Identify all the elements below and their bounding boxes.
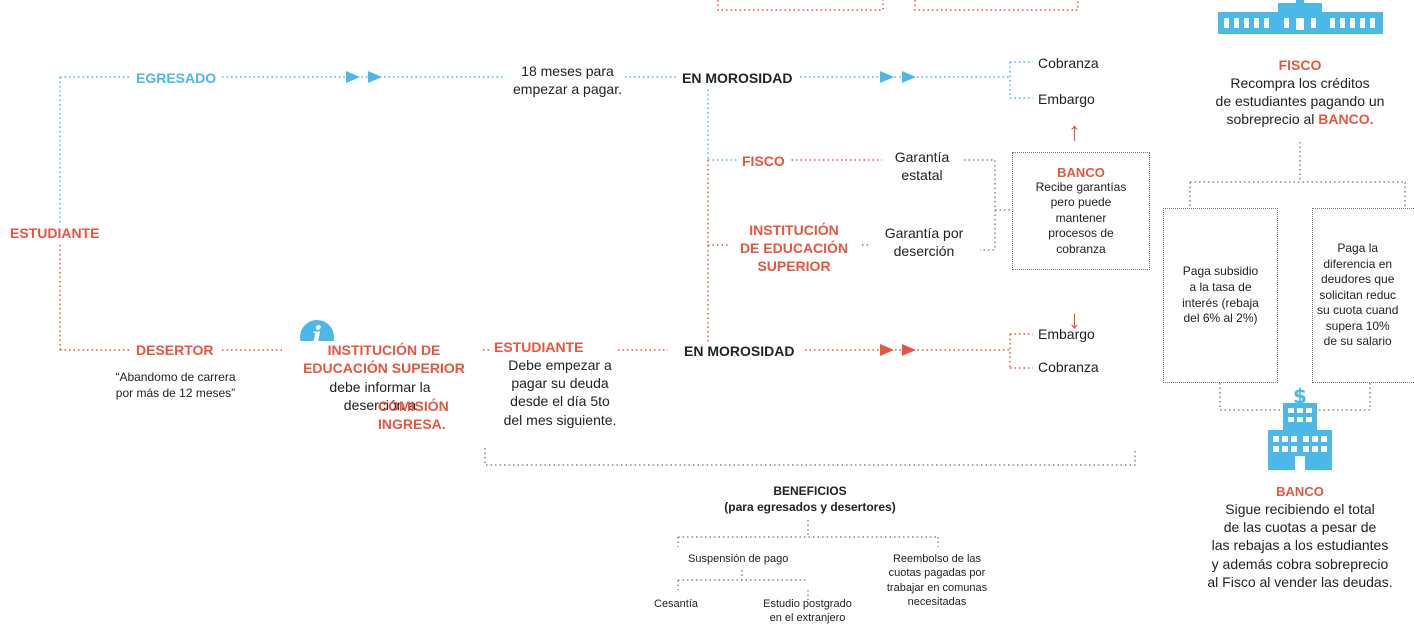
- grace-period-text: 18 meses para empezar a pagar.: [513, 63, 622, 98]
- benefit-reimbursement: Reembolso de las cuotas pagadas por trab…: [886, 553, 988, 608]
- benefit-unemployment: Cesantía: [654, 598, 699, 610]
- benefit-postgrad: Estudio postgrado en el extranjero: [763, 598, 852, 625]
- bank-guarantee-title: BANCO: [1057, 164, 1105, 180]
- dropout-payment-text: Debe empezar a pagar su deuda desde el d…: [503, 357, 617, 428]
- graduate-default-node: EN MOROSIDAD: [678, 69, 797, 88]
- bank-panel-text: Sigue recibiendo el total de las cuotas …: [1207, 501, 1393, 590]
- benefit-suspension: Suspensión de pago: [684, 552, 793, 567]
- dropout-seizure-label: Embargo: [1038, 326, 1095, 342]
- dropout-student-node: ESTUDIANTE: [490, 338, 588, 357]
- fisco-guarantor-node: FISCO: [738, 152, 789, 171]
- dropout-default-node: EN MOROSIDAD: [680, 342, 799, 361]
- difference-box: Paga la diferencia en deudores que solic…: [1312, 208, 1414, 383]
- benefits-title: BENEFICIOS (para egresados y desertores): [724, 484, 896, 514]
- dropout-node: DESERTOR: [132, 341, 218, 360]
- student-node: ESTUDIANTE: [6, 224, 104, 243]
- bank-building-icon: $: [1268, 384, 1332, 470]
- bank-guarantee-box: BANCO Recibe garantías pero puede manten…: [1012, 152, 1150, 270]
- subsidy-text: Paga subsidio a la tasa de interés (reba…: [1182, 264, 1259, 326]
- difference-text: Paga la diferencia en deudores que solic…: [1317, 240, 1399, 349]
- graduate-seizure-label: Embargo: [1038, 91, 1095, 107]
- fisco-panel-title: FISCO: [1278, 57, 1322, 73]
- dropout-collection-label: Cobranza: [1038, 359, 1099, 375]
- arrow-up-icon: ↑: [1068, 116, 1081, 146]
- fisco-panel-text: Recompra los créditos de estudiantes pag…: [1215, 75, 1385, 128]
- bank-panel-title: BANCO: [1276, 484, 1324, 499]
- institution-guarantor-node: INSTITUCIÓN DE EDUCACIÓN SUPERIOR: [728, 221, 860, 276]
- government-building-icon: [1218, 0, 1383, 34]
- arrow-down-icon: ↓: [1068, 304, 1081, 334]
- blue-arrowheads: [346, 71, 916, 83]
- graduate-node: EGRESADO: [132, 69, 221, 88]
- fisco-panel-bank: BANCO.: [1318, 111, 1374, 128]
- state-guarantee-text: Garantía estatal: [882, 148, 962, 185]
- red-arrowheads: [880, 344, 916, 356]
- institution-report-title: INSTITUCIÓN DE EDUCACIÓN SUPERIOR: [285, 341, 483, 378]
- institution-report-text: debe informar la deserción a: [329, 379, 431, 414]
- dropout-definition-text: “Abandomo de carrera por más de 12 meses…: [115, 370, 236, 400]
- bank-guarantee-text: Recibe garantías pero puede mantener pro…: [1035, 179, 1127, 256]
- svg-text:$: $: [1293, 384, 1307, 408]
- dropout-guarantee-text: Garantía por deserción: [868, 224, 980, 261]
- graduate-collection-label: Cobranza: [1038, 55, 1099, 71]
- subsidy-box: Paga subsidio a la tasa de interés (reba…: [1163, 208, 1278, 383]
- commission-name: COMISIÓN INGRESA.: [378, 398, 449, 433]
